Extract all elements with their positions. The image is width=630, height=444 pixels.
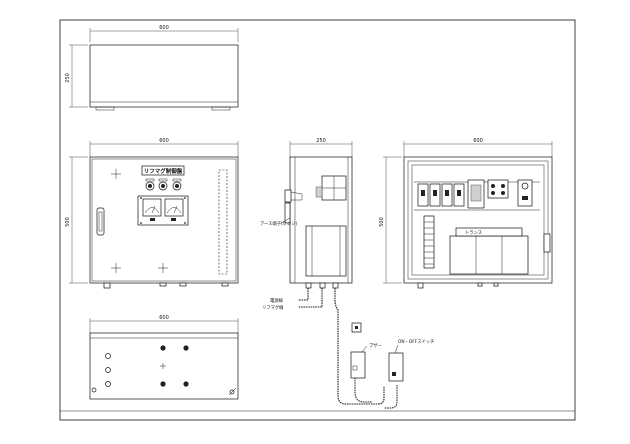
sheet-border — [59, 19, 576, 421]
inside-height-dimension: 500 — [379, 217, 385, 227]
breaker-row — [417, 183, 465, 207]
inside-width-dimension: 600 — [473, 138, 483, 144]
onoff-switch: ON・OFFスイッチ — [388, 339, 434, 382]
top-depth-dimension: 250 — [65, 73, 71, 83]
side-view: 250 アース端子(ヒンジ) 電源線 リフマグ線 — [260, 138, 398, 409]
onoff-switch-label: ON・OFFスイッチ — [398, 339, 434, 345]
buzzer: ブザー — [350, 342, 382, 379]
bottom-view: 600 — [89, 315, 239, 400]
door-hinge — [218, 169, 228, 275]
indicator-lamps — [145, 178, 182, 191]
nameplate — [141, 165, 185, 176]
transformer-label: トランス — [465, 230, 482, 236]
magnet-cable-label: リフマグ線 — [262, 304, 284, 311]
transformer: トランス — [449, 227, 529, 275]
buzzer-label: ブザー — [369, 342, 382, 349]
top-view: 600 250 — [65, 25, 239, 111]
top-width-dimension: 600 — [159, 25, 169, 31]
bottom-width-dimension: 600 — [159, 315, 169, 321]
front-height-dimension: 500 — [65, 217, 71, 227]
inside-view: 600 500 — [379, 138, 553, 289]
junction-box — [351, 322, 362, 333]
terminal-block — [423, 215, 435, 269]
nameplate-text: リフマグ制御盤 — [144, 167, 183, 175]
front-view: 600 500 リフマグ制御盤 — [65, 138, 239, 289]
front-width-dimension: 600 — [159, 138, 169, 144]
power-cable-label: 電源線 — [270, 297, 284, 304]
meter-panel — [137, 195, 189, 226]
side-depth-dimension: 250 — [316, 138, 326, 144]
hinge-label: アース端子(ヒンジ) — [260, 220, 298, 227]
